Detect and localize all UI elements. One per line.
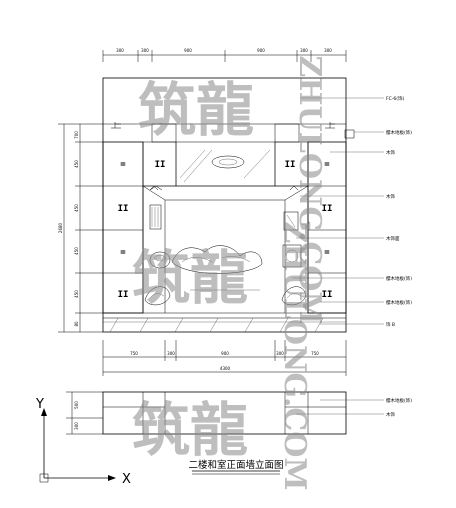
watermark-brand-top: 筑龍 — [138, 76, 254, 144]
ucs-axis-icon: Y X — [35, 397, 131, 487]
plan-dim-2: 300 — [74, 422, 79, 430]
watermark: 筑龍 筑龍 筑龍 ZHULONG.COM ZHULONG.COM — [132, 55, 327, 490]
top-dim-1: 300 — [116, 48, 124, 53]
door-mark: II — [322, 290, 333, 300]
bottom-dim-3: 900 — [221, 351, 229, 356]
watermark-brand-mid: 筑龍 — [132, 244, 248, 312]
callout-4: 木饰 — [386, 193, 395, 200]
plan-dim-1: 500 — [74, 401, 79, 409]
callout-2: 樱木地板(饰) — [386, 129, 412, 136]
left-dim-6: 80 — [74, 321, 79, 327]
callout-9: 樱木地板(饰) — [386, 397, 412, 404]
callout-5: 木饰面 — [386, 235, 400, 242]
panel-mark: = — [120, 248, 126, 258]
left-dimension-line: 700 450 450 450 450 80 2680 — [58, 123, 103, 333]
callout-1: FC-6(饰) — [386, 95, 404, 102]
watermark-brand-bottom: 筑龍 — [132, 396, 248, 464]
callouts: FC-6(饰) 樱木地板(饰) 木饰 木饰 木饰面 樱木地板(饰) 樱木地板(饰… — [292, 95, 412, 418]
callout-3: 木饰 — [386, 149, 395, 156]
top-dim-6: 300 — [324, 48, 332, 53]
baseboard-hatch — [109, 317, 324, 333]
door-mark: II — [322, 204, 333, 214]
door-mark: II — [285, 160, 296, 170]
top-dim-2: 300 — [141, 48, 149, 53]
left-cabinet: = II = II II — [102, 141, 177, 314]
drawing-title: 二楼和室正面墙立面图 — [188, 459, 284, 475]
bottom-dim-4: 300 — [276, 351, 284, 356]
bottom-dim-1: 750 — [130, 351, 138, 356]
callout-10: 木饰 — [386, 411, 395, 418]
callout-7: 樱木地板(饰) — [386, 299, 412, 306]
central-alcove — [111, 122, 355, 313]
top-dim-4: 900 — [257, 48, 265, 53]
callout-8: 饰 B — [386, 321, 395, 328]
panel-mark: = — [324, 248, 330, 258]
top-dimension-line: 300 300 900 900 300 300 — [102, 48, 347, 62]
bottom-dimension-line: 750 300 900 300 750 4300 — [102, 340, 347, 376]
left-dim-4: 450 — [74, 247, 79, 255]
top-dim-5: 300 — [300, 48, 308, 53]
bottom-dim-total: 4300 — [220, 366, 231, 371]
door-mark: II — [155, 160, 166, 170]
left-dim-3: 450 — [74, 204, 79, 212]
callout-6: 樱木地板(饰) — [386, 275, 412, 282]
top-dim-3: 900 — [184, 48, 192, 53]
panel-mark: = — [324, 160, 330, 170]
bottom-dim-2: 300 — [167, 351, 175, 356]
watermark-site-lower: ZHULONG.COM — [277, 221, 312, 490]
left-dim-total: 2680 — [58, 222, 63, 233]
left-dim-1: 700 — [74, 131, 79, 139]
left-dim-2: 450 — [74, 160, 79, 168]
drawing-title-text: 二楼和室正面墙立面图 — [188, 459, 283, 471]
axis-y-label: Y — [35, 397, 44, 412]
door-mark: II — [118, 204, 129, 214]
axis-x-label: X — [122, 472, 131, 487]
door-mark: II — [118, 290, 129, 300]
plan-view: 500 300 — [66, 391, 347, 435]
watermark-site-upper: ZHULONG.COM — [292, 55, 327, 324]
left-dim-5: 450 — [74, 290, 79, 298]
panel-mark: = — [120, 160, 126, 170]
bottom-dim-5: 750 — [311, 351, 319, 356]
